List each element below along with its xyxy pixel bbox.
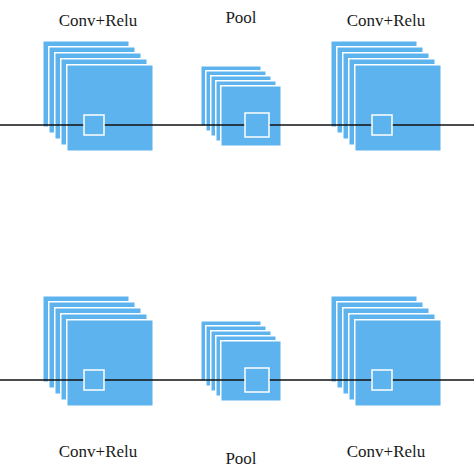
feature-map-stack <box>330 295 442 407</box>
conv-layer: Conv+Relu <box>330 10 442 152</box>
layer-label: Pool <box>225 7 256 29</box>
layer-label: Conv+Relu <box>347 441 426 463</box>
feature-map-stack <box>42 295 154 407</box>
layer-label: Conv+Relu <box>59 10 138 32</box>
layer-label: Conv+Relu <box>59 441 138 463</box>
connector <box>282 124 330 126</box>
feature-map-stack <box>200 320 282 402</box>
output-line <box>442 124 474 126</box>
connector <box>282 379 330 381</box>
feature-map-stack <box>42 40 154 152</box>
feature-map-stack <box>200 65 282 147</box>
conv-layer: Conv+Relu <box>42 10 154 152</box>
layer-label: Conv+Relu <box>347 10 426 32</box>
layer-label: Pool <box>225 448 256 470</box>
feature-map-stack <box>330 40 442 152</box>
input-line <box>0 379 42 381</box>
conv-layer: Conv+Relu <box>42 295 154 463</box>
pool-layer: Pool <box>200 320 282 470</box>
pool-layer: Pool <box>200 7 282 147</box>
input-line <box>0 124 42 126</box>
conv-layer: Conv+Relu <box>330 295 442 463</box>
connector <box>154 124 200 126</box>
connector <box>154 379 200 381</box>
output-line <box>442 379 474 381</box>
